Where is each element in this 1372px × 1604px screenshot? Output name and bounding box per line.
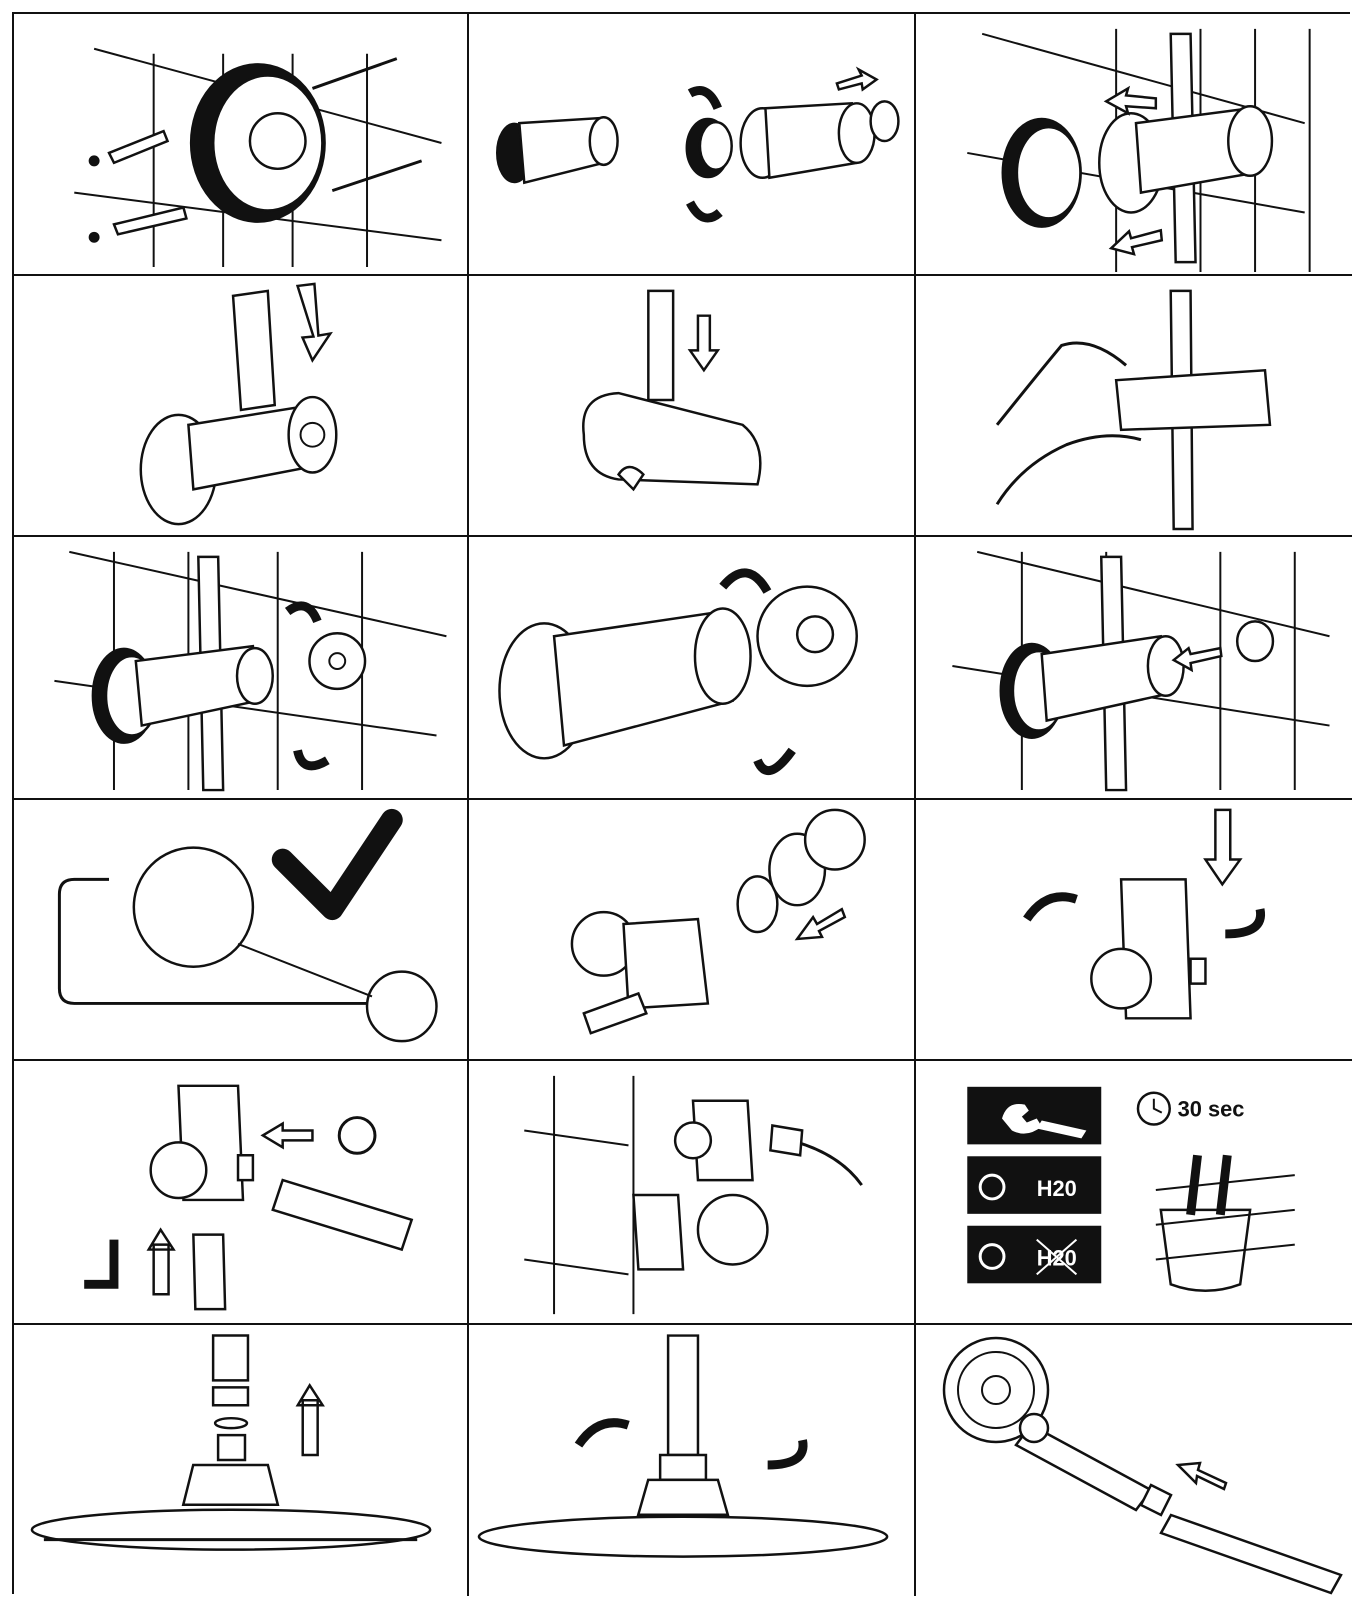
step-11-diverter-parts [469, 800, 916, 1061]
slide-bar-section [233, 291, 275, 410]
down-arrow-icon [298, 284, 331, 360]
step-2-bracket-components [469, 14, 916, 276]
rotate-left-arrow-icon [1027, 897, 1077, 919]
slide-bar-section [648, 291, 673, 400]
hose-fitting [273, 1180, 412, 1249]
connector [213, 1387, 248, 1405]
timer-label: 30 sec [1178, 1097, 1245, 1122]
rotate-left-arrow-icon [579, 1423, 629, 1445]
hand-shower [944, 1338, 1151, 1510]
step-14-diverter-installed [469, 1061, 916, 1325]
wall-base [1002, 118, 1081, 227]
rotate-right-arrow-icon [768, 1440, 803, 1465]
rain-shower-head [479, 1480, 887, 1557]
water-off-icon: H20 [967, 1226, 1101, 1284]
bracket-clamp [741, 101, 899, 177]
step-4-insert-bar-into-bracket [14, 276, 469, 537]
diverter-valve [572, 912, 708, 1033]
step-12-rotate-diverter [916, 800, 1352, 1061]
step-9-insert-cap [916, 537, 1352, 800]
wall-pipe [84, 1240, 114, 1285]
water-on-icon: H20 [967, 1156, 1101, 1214]
diverter-on-wall [633, 1101, 767, 1270]
rotate-arrow-icon-2 [298, 750, 328, 766]
pipe-fitting [193, 1235, 225, 1309]
diverter-valve [1091, 879, 1205, 1018]
step-3-attach-bracket-to-bar [916, 14, 1352, 276]
step-13-connect-hose-to-diverter [14, 1061, 469, 1325]
step-17-rotate-rain-shower-head [469, 1325, 916, 1596]
clock-icon [1138, 1093, 1170, 1125]
wall-bracket-base [190, 64, 325, 223]
svg-text:H20: H20 [1037, 1176, 1077, 1201]
zoom-circle-detail [134, 848, 253, 967]
shower-hose [1161, 1515, 1341, 1593]
up-arrow-icon [298, 1385, 323, 1455]
step-7-attach-knob-on-wall [14, 537, 469, 800]
hose-coil [339, 1118, 375, 1154]
shower-pipe [213, 1336, 248, 1381]
rotate-right-arrow-icon [1225, 909, 1260, 934]
step-10-arm-knob-check [14, 800, 469, 1061]
step-18-connect-hand-shower-hose [916, 1325, 1352, 1596]
left-arrow-icon-2 [1111, 230, 1162, 254]
wall-bracket [1000, 636, 1184, 738]
bracket-holder [141, 397, 336, 524]
bucket-with-pipes [1156, 1155, 1295, 1290]
step-16-attach-rain-shower-head [14, 1325, 469, 1596]
washer [215, 1418, 247, 1428]
shower-pipe [668, 1336, 698, 1455]
assembly-instructions-grid: H20 H20 30 sec [12, 12, 1350, 1594]
rotate-arrow-icon [723, 573, 768, 592]
left-arrow-icon [797, 909, 845, 939]
head-nut [218, 1435, 245, 1460]
connector [660, 1455, 706, 1480]
diverter-valve [151, 1086, 253, 1200]
rain-shower-head [32, 1465, 430, 1550]
hose-nut [770, 1126, 802, 1156]
down-arrow-icon [1205, 810, 1240, 884]
clamp-body [1116, 370, 1270, 430]
step-15-flush-instructions: H20 H20 30 sec [916, 1061, 1352, 1325]
bracket-arm [497, 117, 618, 182]
zoom-circle-small [367, 972, 436, 1041]
slide-arrow-icon [837, 70, 877, 90]
step-6-hand-positioning-clamp [916, 276, 1352, 537]
down-arrow-icon [690, 316, 718, 371]
step-5-lower-clamp-onto-bar [469, 276, 916, 537]
up-arrow-icon [149, 1230, 174, 1295]
step-8-knob-detail [469, 537, 916, 800]
adapter-fitting [805, 810, 865, 870]
left-arrow-icon [1178, 1463, 1226, 1489]
left-arrow-icon [1106, 88, 1156, 113]
wall-bracket [92, 646, 273, 743]
cover-cap [1237, 621, 1273, 661]
step-1-wall-mount-drilling [14, 14, 469, 276]
rotate-arrow-icon-2 [757, 750, 792, 770]
locking-knob [309, 633, 365, 689]
locking-knob [757, 587, 856, 686]
slide-clamp [583, 393, 760, 489]
wrench-icon [967, 1087, 1101, 1145]
rotate-arrow-icon [288, 606, 318, 622]
adapter-ring [686, 118, 732, 178]
left-arrow-icon [263, 1124, 313, 1148]
checkmark-icon [283, 820, 392, 909]
